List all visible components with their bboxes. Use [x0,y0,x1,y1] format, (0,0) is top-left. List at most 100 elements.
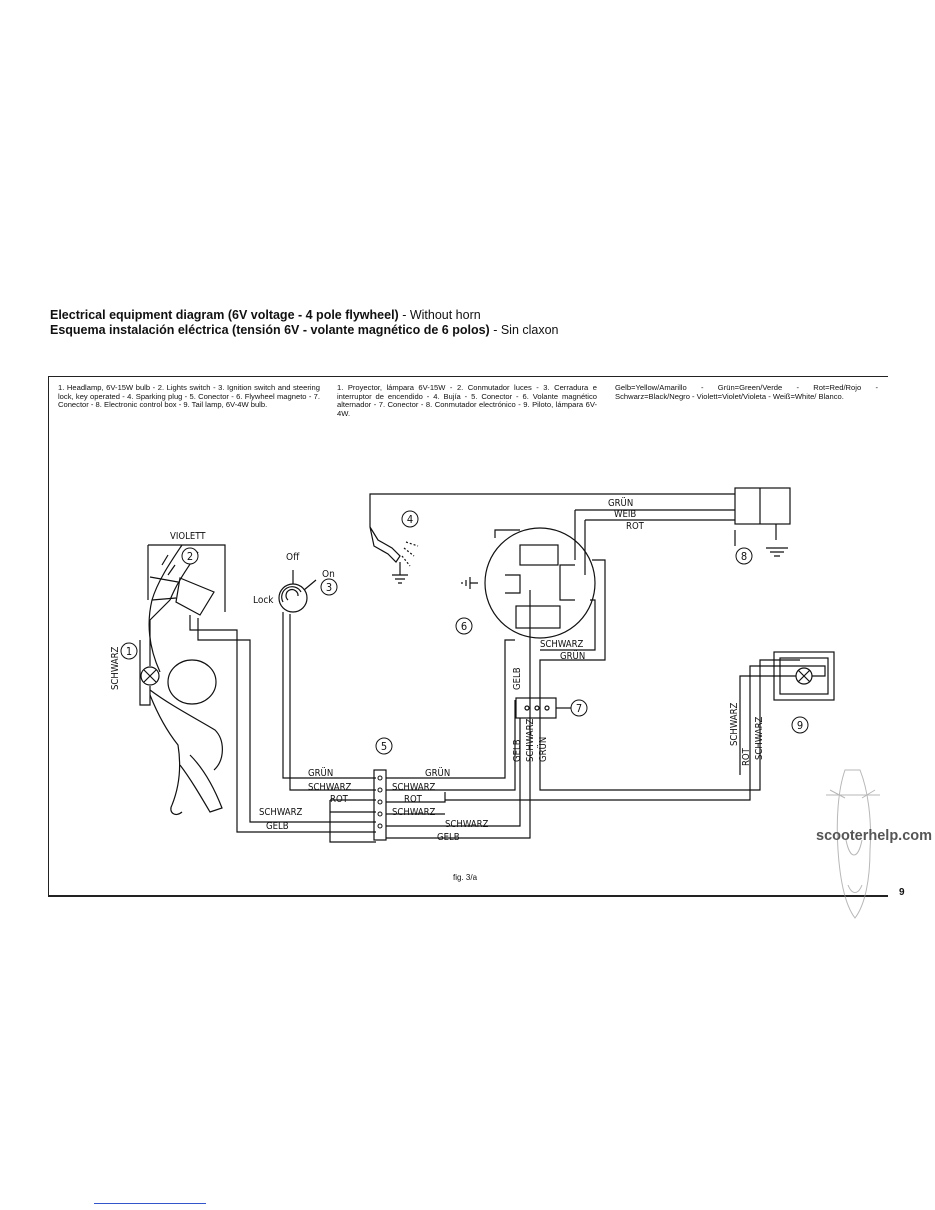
title-spanish: Esquema instalación eléctrica (tensión 6… [50,323,910,338]
spark-plug-symbol [369,526,401,563]
connector5-right-grun [386,639,515,779]
callout-5-circle [375,737,393,755]
switch-label-on: On [322,569,335,580]
ignition-wire-grun [282,612,376,779]
cdi-ground [759,488,788,557]
wire-label-schwarz-c7: SCHWARZ [525,718,536,762]
switch-label-lock: Lock [253,595,274,606]
ignition-key-arc [285,588,299,601]
callout-2: 2 [187,550,193,563]
wire-label-grun-c7: GRÜN [538,737,549,762]
magneto-coil-bottom [515,605,561,629]
ignition-switch-symbol [278,583,308,613]
legend-spanish: 1. Proyector, lámpara 6V-15W - 2. Conmut… [337,383,597,418]
magneto-ground [461,577,478,589]
wire-label-grun-cdi: GRÜN [608,498,633,509]
callout-4-circle [401,510,419,528]
wire-label-rot-tail: ROT [741,747,752,766]
callout-6: 6 [461,620,467,633]
wire-label-rot-cdi: ROT [626,521,645,532]
callout-4: 4 [407,513,413,526]
callout-3: 3 [326,581,332,594]
tail-wire-schwarz2 [539,659,800,791]
wire-label-schwarz-tail2: SCHWARZ [754,716,765,760]
connector-7-pins [524,705,550,711]
callout-2-circle [181,547,199,565]
ignition-wire-rot [329,800,376,843]
callout-1: 1 [126,645,132,658]
frame-bottom-rule [48,895,888,897]
ignition-switch-marks [292,570,317,591]
wire-label-violett: VIOLETT [170,531,206,542]
connector-7-body [515,697,557,719]
tail-wire-rot [445,665,826,801]
wire-label-gelb-bottom: GELB [437,832,460,843]
connector-5-body [373,769,387,841]
wire-label-gelb-c5-left: GELB [266,821,289,832]
wire-label-grun-magneto: GRÜN [560,651,585,662]
spark-rays [401,541,419,567]
plug-lead [369,493,735,527]
callout-8: 8 [741,550,747,563]
violett-wire [147,544,226,612]
lights-switch-symbol [175,577,215,616]
diagram-title: Electrical equipment diagram (6V voltage… [50,308,910,338]
switch-wire-schwarz [197,618,330,823]
wire-label-gelb-c7-top: GELB [512,667,523,690]
wire-label-rot-c5-right: ROT [404,794,423,805]
connector5-right-gelb [386,718,531,839]
magneto-coil-top [519,544,559,566]
callout-9-circle [791,716,809,734]
wire-label-schwarz-tail: SCHWARZ [729,702,740,746]
headlamp-wire [139,640,151,706]
connector5-right-schwarz3 [386,718,521,827]
wire-label-schwarz-bottom: SCHWARZ [445,819,489,830]
spark-plug-ground [392,562,408,584]
title-spanish-bold: Esquema instalación eléctrica (tensión 6… [50,323,490,337]
headlamp-cross [143,669,157,683]
legend-english: 1. Headlamp, 6V-15W bulb - 2. Lights swi… [58,383,320,410]
magneto-to-connector7 [539,559,606,718]
callout-8-circle [735,547,753,565]
flywheel-magneto-outline [484,527,596,639]
footer-link-line [94,1203,206,1204]
headlamp-symbol [140,666,160,686]
connector5-wire-gelb [330,821,376,833]
wire-label-schwarz-c5-right: SCHWARZ [392,782,436,793]
figure-label: fig. 3/a [453,873,478,882]
connector5-right-schwarz [386,700,516,791]
legend-colors: Gelb=Yellow/Amarillo - Grün=Green/Verde … [615,383,878,401]
magneto-lead-top [494,529,520,538]
tail-lamp-cross [797,669,811,683]
title-english: Electrical equipment diagram (6V voltage… [50,308,910,323]
callout-9: 9 [797,719,803,732]
wire-label-schwarz-magneto: SCHWARZ [540,639,584,650]
headlamp-feed [149,599,171,666]
connector5-right-rot [386,792,446,803]
wire-label-schwarz-c5-left: SCHWARZ [308,782,352,793]
wire-label-weib-cdi: WEIB [614,509,636,520]
callout-7-circle [570,699,588,717]
wire-label-grun-c5-right: GRÜN [425,768,450,779]
wire-label-schwarz-headlamp: SCHWARZ [110,646,121,690]
wire-label-schwarz-c5-left2: SCHWARZ [259,807,303,818]
callout-1-circle [120,642,138,660]
ignition-wire-schwarz [289,614,376,791]
callout-7: 7 [576,702,582,715]
tail-wire-schwarz [739,675,796,775]
page-number: 9 [899,887,905,898]
wire-label-rot-c5-left: ROT [330,794,349,805]
cdi-wires [574,509,735,575]
callout-5: 5 [381,740,387,753]
wire-label-grun-c5-left: GRÜN [308,768,333,779]
title-english-bold: Electrical equipment diagram (6V voltage… [50,308,399,322]
callout-6-circle [455,617,473,635]
scooter-watermark-graphic [826,769,880,919]
watermark-text: scooterhelp.com [816,828,933,844]
ignition-key-arc-outer [281,586,302,603]
connector-5-pins [377,775,383,829]
title-spanish-rest: - Sin claxon [489,323,559,337]
electronic-control-box [734,487,791,525]
handlebar-drawing [148,544,223,816]
